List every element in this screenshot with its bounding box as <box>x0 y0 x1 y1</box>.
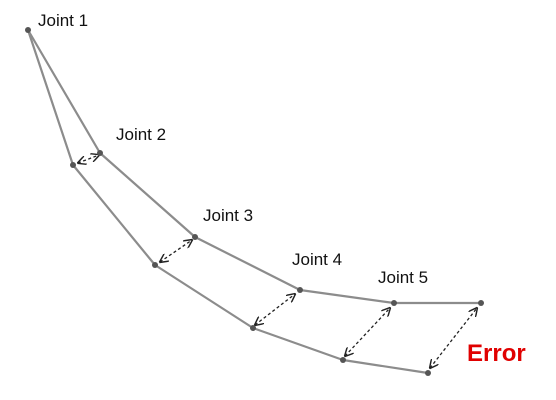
joint-3-label: Joint 3 <box>203 206 253 225</box>
error-arrow-joint-4 <box>255 294 295 325</box>
actual-chain <box>26 29 429 375</box>
joint-3-node <box>192 234 198 240</box>
error-arrow-joint-3 <box>160 240 192 262</box>
error-arrow-joint-5 <box>345 308 390 356</box>
joint-4-node <box>297 287 303 293</box>
joint-1-label: Joint 1 <box>38 11 88 30</box>
actual-joint-4-node <box>250 325 256 331</box>
ideal-chain <box>27 29 481 305</box>
joint-5-label: Joint 5 <box>378 268 428 287</box>
joint-5-node <box>391 300 397 306</box>
joint-2-node <box>97 150 103 156</box>
joint-1-node <box>25 27 31 33</box>
actual-end-effector-node <box>425 370 431 376</box>
joint-4-label: Joint 4 <box>292 250 342 269</box>
actual-joint-3-node <box>152 262 158 268</box>
error-arrow-end-effector <box>430 308 477 368</box>
error-arrow-joint-2 <box>78 155 99 163</box>
actual-joint-2-node <box>70 162 76 168</box>
end-effector-node <box>478 300 484 306</box>
joint-2-label: Joint 2 <box>116 125 166 144</box>
actual-joint-5-node <box>340 357 346 363</box>
error-label: Error <box>467 340 526 367</box>
